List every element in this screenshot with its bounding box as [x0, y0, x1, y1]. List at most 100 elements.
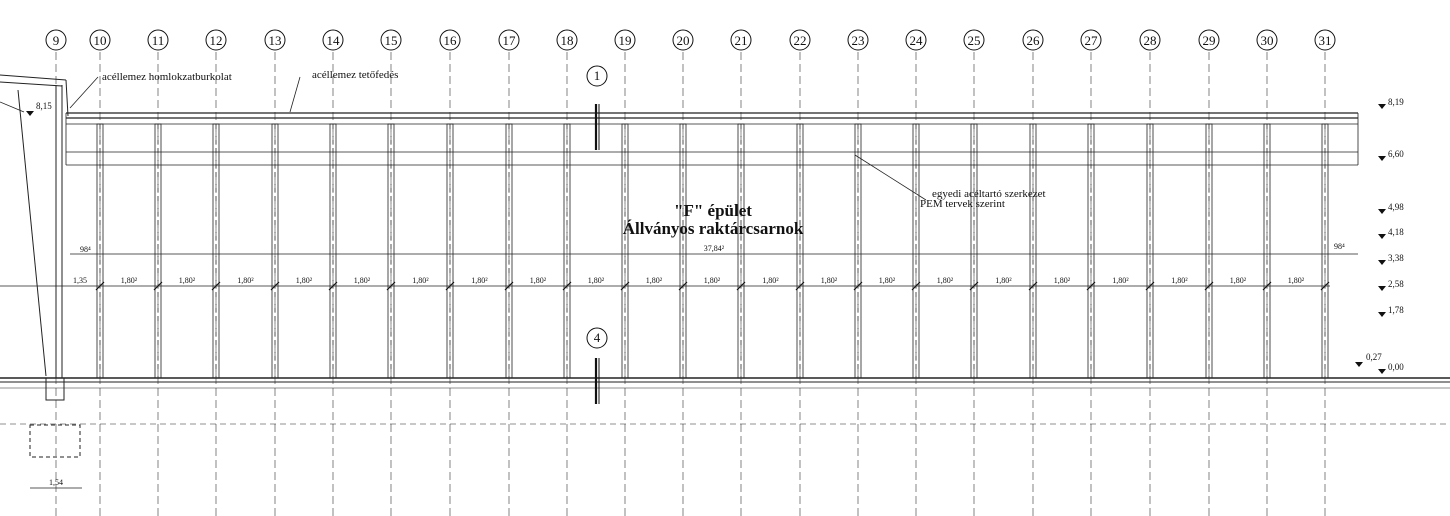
grid-bubble-9: [45, 29, 67, 51]
grid-bubble-19: [614, 29, 636, 51]
dim-bay-15: 1,80²: [937, 276, 954, 285]
dim-bay-17: 1,80²: [1054, 276, 1071, 285]
level-label-6: 1,78: [1388, 305, 1404, 315]
grid-label-24: 24: [910, 33, 924, 48]
grid-label-14: 14: [327, 33, 341, 48]
dim-bay-8: 1,80²: [530, 276, 547, 285]
grid-label-26: 26: [1027, 33, 1041, 48]
note-facade-cladding: acéllemez homlokzatburkolat: [102, 71, 232, 83]
dim-bay-4: 1,80²: [296, 276, 313, 285]
section-marker-4: 4: [594, 330, 601, 345]
grid-label-12: 12: [210, 33, 223, 48]
level-label-3: 4,18: [1388, 227, 1404, 237]
grid-bubble-25: [963, 29, 985, 51]
grid-label-11: 11: [152, 33, 165, 48]
roof-structure: [65, 112, 1359, 166]
grid-bubble-22: [789, 29, 811, 51]
grid-label-18: 18: [561, 33, 574, 48]
grid-bubble-15: [380, 29, 402, 51]
grid-bubble-16: [439, 29, 461, 51]
dim-foundation: 1,54: [49, 478, 63, 487]
grid-label-10: 10: [94, 33, 107, 48]
level-marker-7: [1378, 369, 1386, 374]
level-marker-6: [1378, 312, 1386, 317]
grid-label-21: 21: [735, 33, 748, 48]
grid-label-23: 23: [852, 33, 865, 48]
grid-label-16: 16: [444, 33, 458, 48]
note-pem-plans: PEM tervek szerint: [920, 198, 1005, 210]
section-marker-1: 1: [594, 68, 601, 83]
grid-label-15: 15: [385, 33, 398, 48]
dim-bay-10: 1,80²: [646, 276, 663, 285]
level-label-1: 6,60: [1388, 149, 1404, 159]
dim-bay-13: 1,80²: [821, 276, 838, 285]
dim-bay-7: 1,80²: [471, 276, 488, 285]
dim-bay-5: 1,80²: [354, 276, 371, 285]
grid-label-9: 9: [53, 33, 60, 48]
dim-bay-11: 1,80²: [704, 276, 721, 285]
level-label-4: 3,38: [1388, 253, 1404, 263]
grid-bubble-14: [322, 29, 344, 51]
grid-bubble-23: [847, 29, 869, 51]
grid-bubble-29: [1198, 29, 1220, 51]
dim-bay-16: 1,80²: [995, 276, 1012, 285]
grid-bubble-27: [1080, 29, 1102, 51]
level-marker-3: [1378, 234, 1386, 239]
note-leaders: [0, 76, 927, 201]
grid-label-27: 27: [1085, 33, 1099, 48]
grid-label-25: 25: [968, 33, 981, 48]
dim-bay-3: 1,80²: [237, 276, 254, 285]
grid-label-28: 28: [1144, 33, 1157, 48]
grid-bubble-24: [905, 29, 927, 51]
grid-bubble-12: [205, 29, 227, 51]
grid-bubble-20: [672, 29, 694, 51]
building-title: "F" épület: [674, 201, 752, 220]
level-label-5: 2,58: [1388, 279, 1404, 289]
dim-bay-12: 1,80²: [762, 276, 779, 285]
dim-bay-1: 1,80²: [121, 276, 138, 285]
level-floor-marker: [1355, 362, 1363, 367]
dim-right-overhang: 98⁴: [1334, 242, 1345, 251]
dim-bay-9: 1,80²: [588, 276, 605, 285]
grid-label-13: 13: [269, 33, 282, 48]
dim-bay-21: 1,80²: [1288, 276, 1305, 285]
grid-label-29: 29: [1203, 33, 1216, 48]
level-label-2: 4,98: [1388, 202, 1404, 212]
building-subtitle: Állványos raktárcsarnok: [623, 219, 804, 238]
dim-bay-19: 1,80²: [1171, 276, 1188, 285]
grid-bubble-31: [1314, 29, 1336, 51]
level-marks: 8,19 6,60 4,98 4,18 3,38 2,58 1,78 0,00: [1378, 97, 1404, 374]
dim-first-bay: 1,35: [73, 276, 87, 285]
grid-bubble-13: [264, 29, 286, 51]
dim-bay-18: 1,80²: [1112, 276, 1129, 285]
grid-label-17: 17: [503, 33, 517, 48]
grid-bubble-26: [1022, 29, 1044, 51]
dim-left-overhang: 98⁴: [80, 245, 91, 254]
bay-dimensions: 1,80² 1,80² 1,80² 1,80² 1,80² 1,80² 1,80² 1,80²…: [121, 276, 1305, 285]
grid-label-19: 19: [619, 33, 632, 48]
level-marker-1: [1378, 156, 1386, 161]
dim-overall: 37,84²: [704, 244, 725, 253]
floor-lines: [0, 377, 1450, 425]
level-marker-4: [1378, 260, 1386, 265]
dim-bay-14: 1,80²: [879, 276, 896, 285]
grid-label-31: 31: [1319, 33, 1332, 48]
level-marker-2: [1378, 209, 1386, 214]
grid-label-30: 30: [1261, 33, 1274, 48]
dimension-lines: [0, 253, 1358, 489]
grid-bubble-17: [498, 29, 520, 51]
level-floor-label: 0,27: [1366, 352, 1382, 362]
note-steel-structure: egyedi acéltartó szerkezet: [932, 188, 1046, 200]
level-label-7: 0,00: [1388, 362, 1404, 372]
level-label-0: 8,19: [1388, 97, 1404, 107]
grid-bubble-30: [1256, 29, 1278, 51]
level-left-marker: [26, 111, 34, 116]
level-marker-5: [1378, 286, 1386, 291]
grid-label-20: 20: [677, 33, 690, 48]
level-left-label: 8,15: [36, 101, 52, 111]
dim-bay-20: 1,80²: [1230, 276, 1247, 285]
grid-bubble-28: [1139, 29, 1161, 51]
grid-bubble-18: [556, 29, 578, 51]
